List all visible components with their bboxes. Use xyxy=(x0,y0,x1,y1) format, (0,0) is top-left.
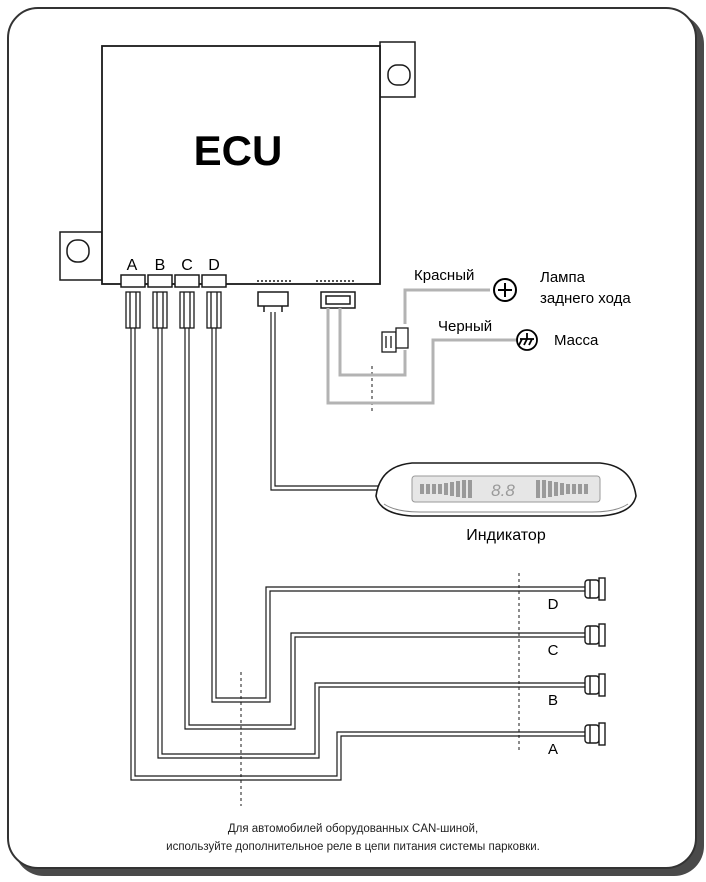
indicator-label: Индикатор xyxy=(466,527,546,544)
ecu-aux-connectors xyxy=(257,280,356,312)
ecu-port-labels: A B C D xyxy=(127,257,220,274)
sensor-heads xyxy=(584,577,606,746)
sensor-label-a: A xyxy=(548,741,558,758)
sensor-label-c: C xyxy=(548,642,559,659)
port-label-d: D xyxy=(208,257,220,274)
indicator-digits: 8.8 xyxy=(491,481,515,500)
sensor-b xyxy=(584,673,606,697)
inline-connector xyxy=(381,327,409,353)
sensor-d xyxy=(584,577,606,601)
sensor-plugs xyxy=(125,291,222,329)
power-wires xyxy=(326,288,518,405)
ecu-unit: ECU xyxy=(59,41,416,285)
ecu-label: ECU xyxy=(194,127,283,174)
black-wire-label: Черный xyxy=(438,318,492,335)
indicator-bars-left xyxy=(420,480,472,498)
red-wire-label: Красный xyxy=(414,267,474,284)
note-line-1: Для автомобилей оборудованных CAN-шиной, xyxy=(227,823,479,835)
ecu-port-sockets xyxy=(120,274,227,288)
port-label-b: B xyxy=(155,257,166,274)
indicator-bars-right xyxy=(536,480,588,498)
sensor-c xyxy=(584,623,606,647)
ground-label: Масса xyxy=(554,332,599,349)
port-label-a: A xyxy=(127,257,138,274)
indicator-wire xyxy=(270,312,380,491)
sensor-label-d: D xyxy=(548,596,559,613)
sensor-label-b: B xyxy=(548,692,558,709)
indicator-display: 8.8 Индикатор xyxy=(375,462,637,544)
lamp-label-line2: заднего хода xyxy=(540,290,631,307)
note-line-2: используйте дополнительное реле в цепи п… xyxy=(166,841,540,853)
lamp-label-line1: Лампа xyxy=(540,269,586,286)
plus-icon xyxy=(493,278,517,302)
sensor-wires xyxy=(130,328,585,781)
port-label-c: C xyxy=(181,257,193,274)
ground-icon xyxy=(516,329,538,351)
sensor-a xyxy=(584,722,606,746)
